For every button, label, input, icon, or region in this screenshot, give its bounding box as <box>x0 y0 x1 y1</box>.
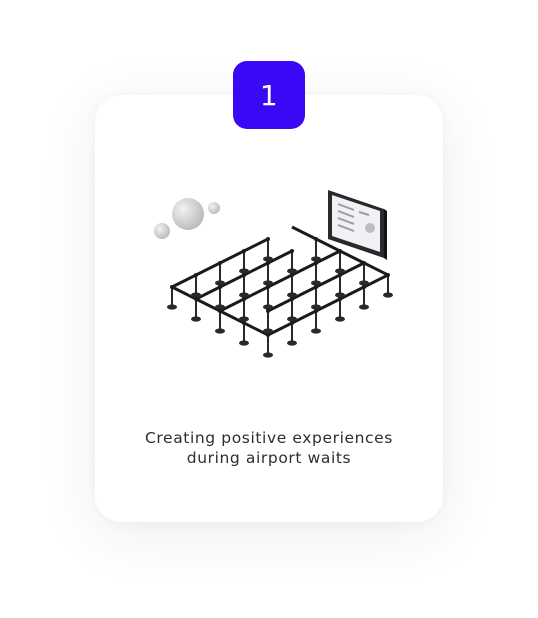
queue-belt <box>219 309 245 325</box>
balloon-large <box>172 198 204 230</box>
stanchion-cap <box>194 273 198 277</box>
queue-belt <box>171 285 197 301</box>
stanchion-cap <box>242 297 246 301</box>
queue-belt <box>195 297 221 313</box>
stanchion-cap <box>218 261 222 265</box>
stanchion-cap <box>290 297 294 301</box>
queue-belt <box>291 261 317 277</box>
stanchion-cap <box>314 309 318 313</box>
stanchion-cap <box>290 321 294 325</box>
queue-belt <box>195 261 221 277</box>
stanchion-cap <box>314 285 318 289</box>
stanchion-cap <box>338 297 342 301</box>
stanchion-cap <box>242 273 246 277</box>
queue-belt <box>315 249 341 265</box>
stanchion-cap <box>338 249 342 253</box>
queue-belt <box>243 285 269 301</box>
queue-belt <box>267 297 293 313</box>
queue-belt <box>315 273 341 289</box>
queue-belt <box>267 321 293 337</box>
queue-belt <box>339 261 365 277</box>
queue-belt <box>291 285 317 301</box>
stanchion-cap <box>386 273 390 277</box>
balloon-small <box>208 202 220 214</box>
queue-belt <box>339 249 365 265</box>
stanchion-cap <box>338 273 342 277</box>
stanchion-cap <box>242 249 246 253</box>
queue-belt <box>219 249 245 265</box>
queue-belt <box>243 261 269 277</box>
queue-belt <box>339 285 365 301</box>
queue-belt <box>267 273 293 289</box>
queue-belt <box>243 321 269 337</box>
queue-stanchions <box>167 225 393 358</box>
stanchion-cap <box>362 285 366 289</box>
stanchion-cap <box>266 333 270 337</box>
airport-queue-stanchions-icon <box>154 190 393 358</box>
queue-belt <box>291 225 317 241</box>
stanchion-cap <box>266 309 270 313</box>
stanchion-cap <box>266 237 270 241</box>
stanchion-cap <box>266 285 270 289</box>
caption-line-1: Creating positive experiences <box>145 429 393 447</box>
queue-belt <box>363 261 389 277</box>
stanchion-cap <box>242 321 246 325</box>
stanchion-cap <box>314 261 318 265</box>
stanchion-cap <box>290 249 294 253</box>
queue-belt <box>219 297 245 313</box>
queue-belt <box>243 237 269 253</box>
stanchion-cap <box>218 309 222 313</box>
feature-caption: Creating positive experiences during air… <box>95 428 443 468</box>
queue-belt <box>219 273 245 289</box>
stanchion-cap <box>266 261 270 265</box>
departure-board-icon <box>328 190 387 260</box>
stanchion-cap <box>194 297 198 301</box>
caption-line-2: during airport waits <box>186 449 352 467</box>
step-number-badge: 1 <box>233 61 305 129</box>
stanchion-cap <box>290 273 294 277</box>
queue-belt <box>363 273 389 289</box>
stanchion-cap <box>218 285 222 289</box>
stanchion-cap <box>314 237 318 241</box>
queue-belt <box>291 309 317 325</box>
stanchion-cap <box>362 261 366 265</box>
queue-belt <box>195 285 221 301</box>
balloon-medium <box>154 223 170 239</box>
queue-belt <box>315 297 341 313</box>
stanchion-cap <box>170 285 174 289</box>
queue-belt <box>315 237 341 253</box>
queue-belt <box>171 273 197 289</box>
queue-belt <box>267 249 293 265</box>
